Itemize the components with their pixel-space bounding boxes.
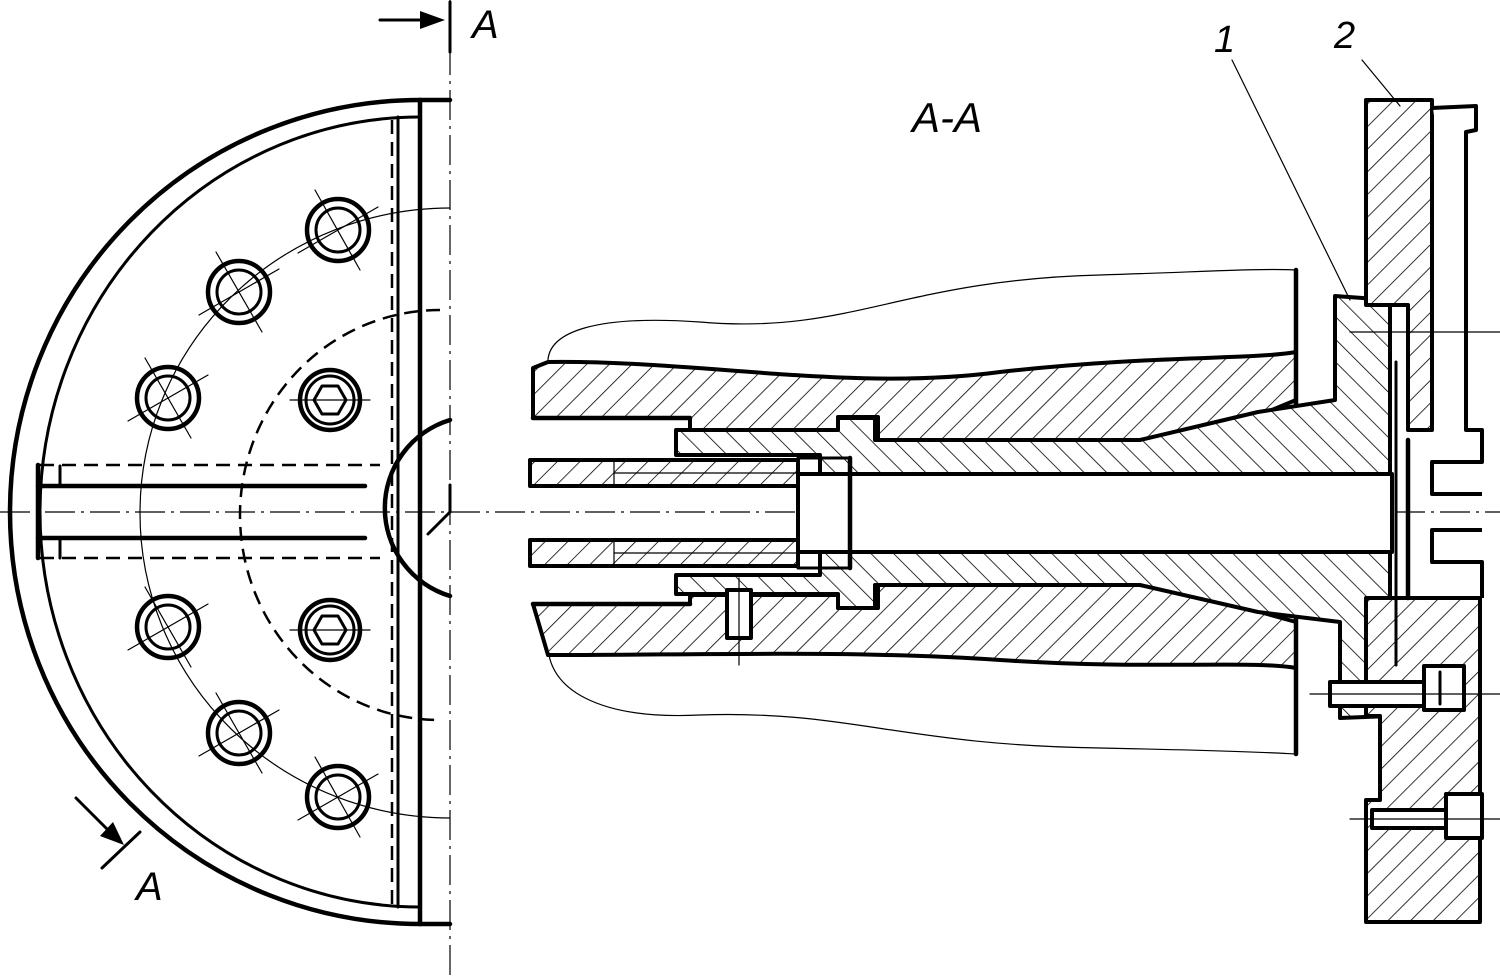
bolt-hole: [198, 251, 280, 333]
bolt-hole: [127, 357, 209, 439]
section-label-bottom: A: [134, 865, 163, 909]
callout-2: 2: [1333, 15, 1355, 57]
bolt-hole: [297, 189, 379, 271]
hex-screw: [289, 367, 371, 433]
bolt-hole: [297, 756, 379, 838]
bolt-hole: [127, 586, 209, 668]
section-view: A-A: [528, 15, 1500, 924]
section-title: A-A: [909, 94, 982, 141]
callout-1: 1: [1214, 19, 1235, 61]
section-arrow-top: A: [378, 0, 499, 54]
section-arrow-bottom: A: [74, 796, 163, 909]
section-label-top: A: [470, 3, 499, 47]
bolt-hole: [198, 692, 280, 774]
hex-screw: [289, 597, 371, 663]
